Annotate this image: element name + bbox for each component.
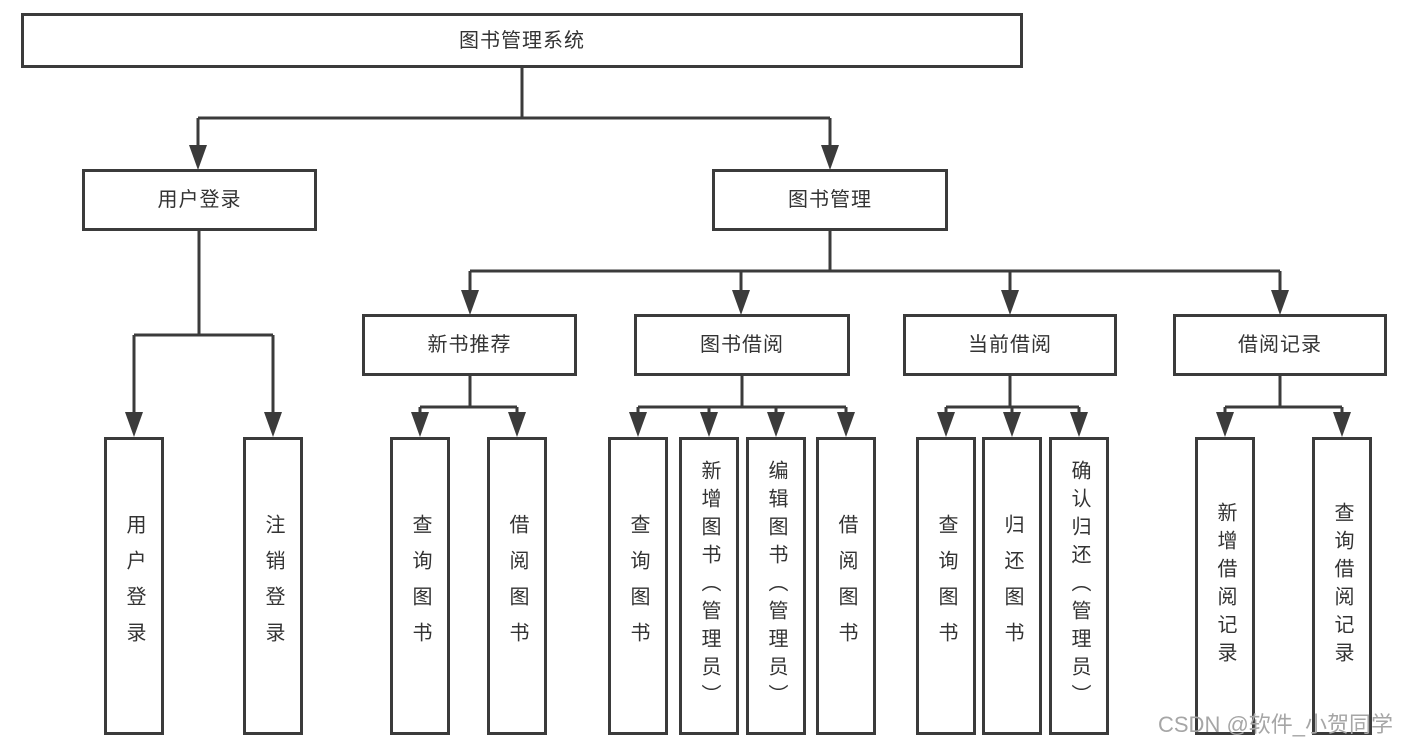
arrowhead-icons [125, 145, 1351, 437]
node-label: 用户登录 [123, 514, 145, 658]
leaf-edit-book-admin: 编辑图书（管理员） [746, 437, 806, 735]
node-label: 新增借阅记录 [1214, 502, 1236, 670]
node-label: 借阅图书 [506, 514, 528, 658]
node-label: 图书管理 [788, 189, 872, 211]
leaf-query-books-1: 查询图书 [390, 437, 450, 735]
node-label: 当前借阅 [968, 334, 1052, 356]
leaf-user-login: 用户登录 [104, 437, 164, 735]
leaf-add-borrow-record: 新增借阅记录 [1195, 437, 1255, 735]
leaf-return-books: 归还图书 [982, 437, 1042, 735]
tree-edges [132, 68, 1344, 416]
leaf-confirm-return-admin: 确认归还（管理员） [1049, 437, 1109, 735]
node-label: 确认归还（管理员） [1068, 460, 1090, 712]
leaf-query-borrow-record: 查询借阅记录 [1312, 437, 1372, 735]
leaf-borrow-books-1: 借阅图书 [487, 437, 547, 735]
node-label: 图书借阅 [700, 334, 784, 356]
node-label: 编辑图书（管理员） [765, 460, 787, 712]
watermark-text: CSDN @软件_小贺同学 [1158, 712, 1394, 737]
node-borrow-records: 借阅记录 [1173, 314, 1387, 376]
leaf-add-book-admin: 新增图书（管理员） [679, 437, 739, 735]
node-user-login: 用户登录 [82, 169, 317, 231]
node-label: 图书管理系统 [459, 29, 585, 52]
node-label: 借阅记录 [1238, 334, 1322, 356]
leaf-logout: 注销登录 [243, 437, 303, 735]
leaf-query-books-2: 查询图书 [608, 437, 668, 735]
node-current-borrow: 当前借阅 [903, 314, 1117, 376]
node-book-management: 图书管理 [712, 169, 948, 231]
node-book-borrow: 图书借阅 [634, 314, 850, 376]
node-label: 查询图书 [935, 514, 957, 658]
node-label: 查询图书 [627, 514, 649, 658]
node-label: 查询图书 [409, 514, 431, 658]
node-label: 新书推荐 [427, 334, 512, 356]
node-label: 新增图书（管理员） [698, 460, 720, 712]
node-library-system: 图书管理系统 [21, 13, 1023, 68]
node-label: 查询借阅记录 [1331, 502, 1353, 670]
node-label: 用户登录 [157, 189, 242, 211]
node-label: 注销登录 [262, 514, 284, 658]
leaf-query-books-3: 查询图书 [916, 437, 976, 735]
node-label: 借阅图书 [835, 514, 857, 658]
node-label: 归还图书 [1001, 514, 1023, 658]
node-new-book-recommend: 新书推荐 [362, 314, 577, 376]
leaf-borrow-books-2: 借阅图书 [816, 437, 876, 735]
